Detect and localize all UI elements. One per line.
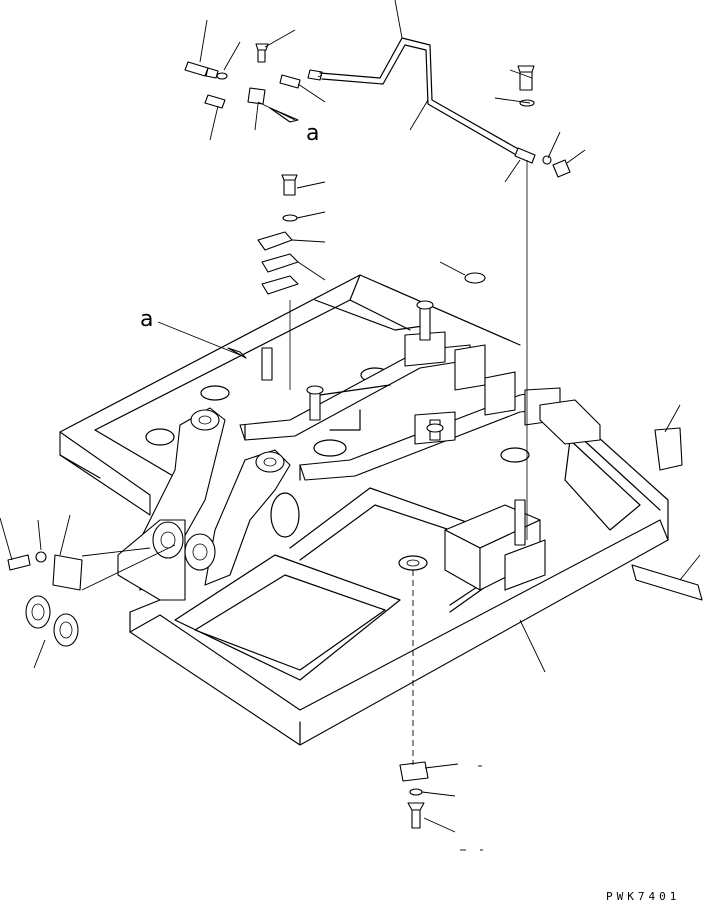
boom-bracket [117, 407, 291, 601]
bottom-fasteners [399, 761, 429, 829]
mount-columns [261, 300, 526, 546]
view-label-a-left: a [140, 307, 153, 332]
revolving-frame [59, 274, 669, 746]
view-label-a-top: a [306, 121, 319, 146]
left-parts [7, 551, 83, 647]
view-arrows [227, 101, 299, 359]
drawing-code: PWK7401 [606, 890, 680, 903]
fittings-group-top [184, 37, 571, 178]
side-beams [239, 299, 601, 481]
leader-lines [0, 0, 701, 851]
alignment-lines [289, 160, 528, 765]
cover-plates [257, 174, 486, 295]
right-parts [631, 427, 703, 601]
